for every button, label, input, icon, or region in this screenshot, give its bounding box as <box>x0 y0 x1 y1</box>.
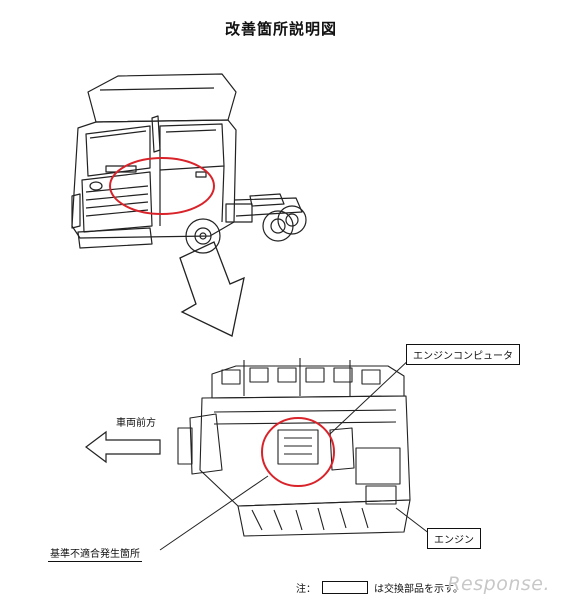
engine-label: エンジン <box>427 528 481 549</box>
truck-highlight-circle <box>109 157 215 215</box>
engine-leader <box>395 507 431 535</box>
ecu-leader <box>329 356 413 435</box>
engine-illustration <box>177 358 411 537</box>
leader-lines <box>159 356 431 551</box>
replacement-part-legend-box <box>322 581 368 594</box>
diagram-title: 改善箇所説明図 <box>224 20 337 38</box>
defect-location-label: 基準不適合発生箇所 <box>48 545 142 562</box>
truck-illustration <box>71 73 307 254</box>
note-prefix: 注： <box>296 584 316 595</box>
transition-arrow <box>179 241 245 337</box>
note-suffix: は交換部品を示す。 <box>374 584 463 595</box>
watermark-logo: Response. <box>447 573 550 595</box>
legend-note: 注： は交換部品を示す。 <box>296 580 463 595</box>
front-direction-arrow <box>85 430 161 464</box>
engine-computer-label: エンジンコンピュータ <box>406 344 520 365</box>
engine-highlight-circle <box>261 417 335 487</box>
vehicle-front-label: 車両前方 <box>116 418 156 429</box>
defect-leader <box>159 475 269 551</box>
